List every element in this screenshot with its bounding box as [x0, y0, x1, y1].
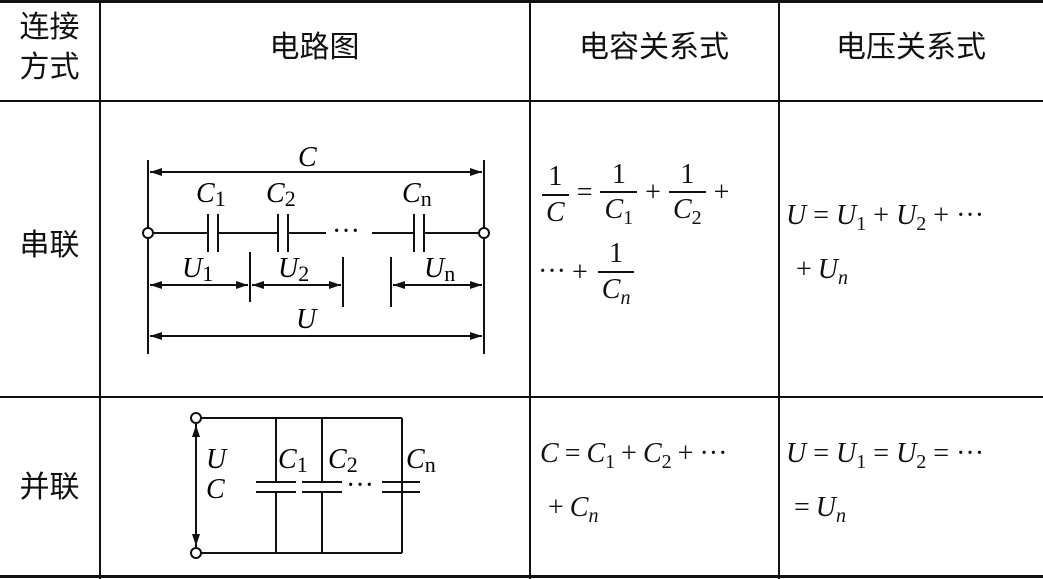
row-divider — [0, 396, 1043, 398]
numerator: 1 — [609, 238, 624, 270]
plus-sign: + — [645, 177, 661, 209]
column-divider — [778, 0, 780, 579]
denominator: C — [546, 196, 565, 228]
parallel-label-U: U — [206, 444, 228, 475]
series-label-C1: C1 — [196, 178, 226, 211]
table-border-bottom — [0, 575, 1043, 578]
series-label-Un: Un — [424, 253, 455, 286]
plus-sign: + — [713, 177, 730, 209]
ellipsis: ··· — [538, 256, 566, 288]
numerator: 1 — [680, 159, 695, 190]
header-capacitance: 电容关系式 — [579, 30, 729, 65]
header-divider — [0, 100, 1043, 102]
series-voltage-formula: U=U1+U2+··· +Un — [786, 200, 985, 289]
header-connection-line2: 方式 — [19, 50, 80, 85]
series-label-U: U — [296, 304, 318, 335]
header-voltage: 电压关系式 — [836, 30, 986, 65]
series-dots: ··· — [332, 216, 360, 247]
row-series-label: 串联 — [19, 228, 80, 263]
numerator: 1 — [548, 161, 563, 193]
denominator: Cn — [601, 273, 631, 309]
parallel-circuit-diagram: U C C1 C2 Cn ··· — [190, 412, 436, 559]
parallel-capacitance-formula: C=C1+C2+··· +Cn — [540, 438, 728, 527]
series-label-C2: C2 — [266, 178, 296, 211]
header-connection-line1: 连接 — [19, 10, 80, 45]
equals-sign: = — [576, 177, 593, 209]
numerator: 1 — [611, 159, 626, 190]
series-circuit-diagram: C C1 C2 Cn ··· U1 U2 Un U — [142, 142, 490, 354]
column-divider — [99, 0, 101, 579]
row-parallel-label: 并联 — [19, 470, 80, 505]
header-circuit: 电路图 — [269, 30, 360, 65]
parallel-label-C1: C1 — [278, 444, 308, 477]
parallel-voltage-formula: U=U1=U2=··· =Un — [786, 438, 985, 527]
parallel-label-Cn: Cn — [406, 444, 436, 477]
parallel-label-C2: C2 — [328, 444, 358, 477]
parallel-label-C: C — [206, 474, 225, 505]
series-label-U1: U1 — [182, 253, 213, 286]
denominator: C2 — [672, 194, 702, 230]
parallel-dots: ··· — [346, 470, 374, 501]
series-label-Cn: Cn — [402, 178, 432, 211]
series-label-C: C — [298, 142, 317, 173]
table-border-top — [0, 0, 1043, 3]
column-divider — [529, 0, 531, 579]
plus-sign: + — [571, 256, 588, 288]
series-label-U2: U2 — [278, 253, 309, 286]
denominator: C1 — [604, 194, 634, 230]
header-connection: 连接 方式 — [0, 8, 99, 88]
